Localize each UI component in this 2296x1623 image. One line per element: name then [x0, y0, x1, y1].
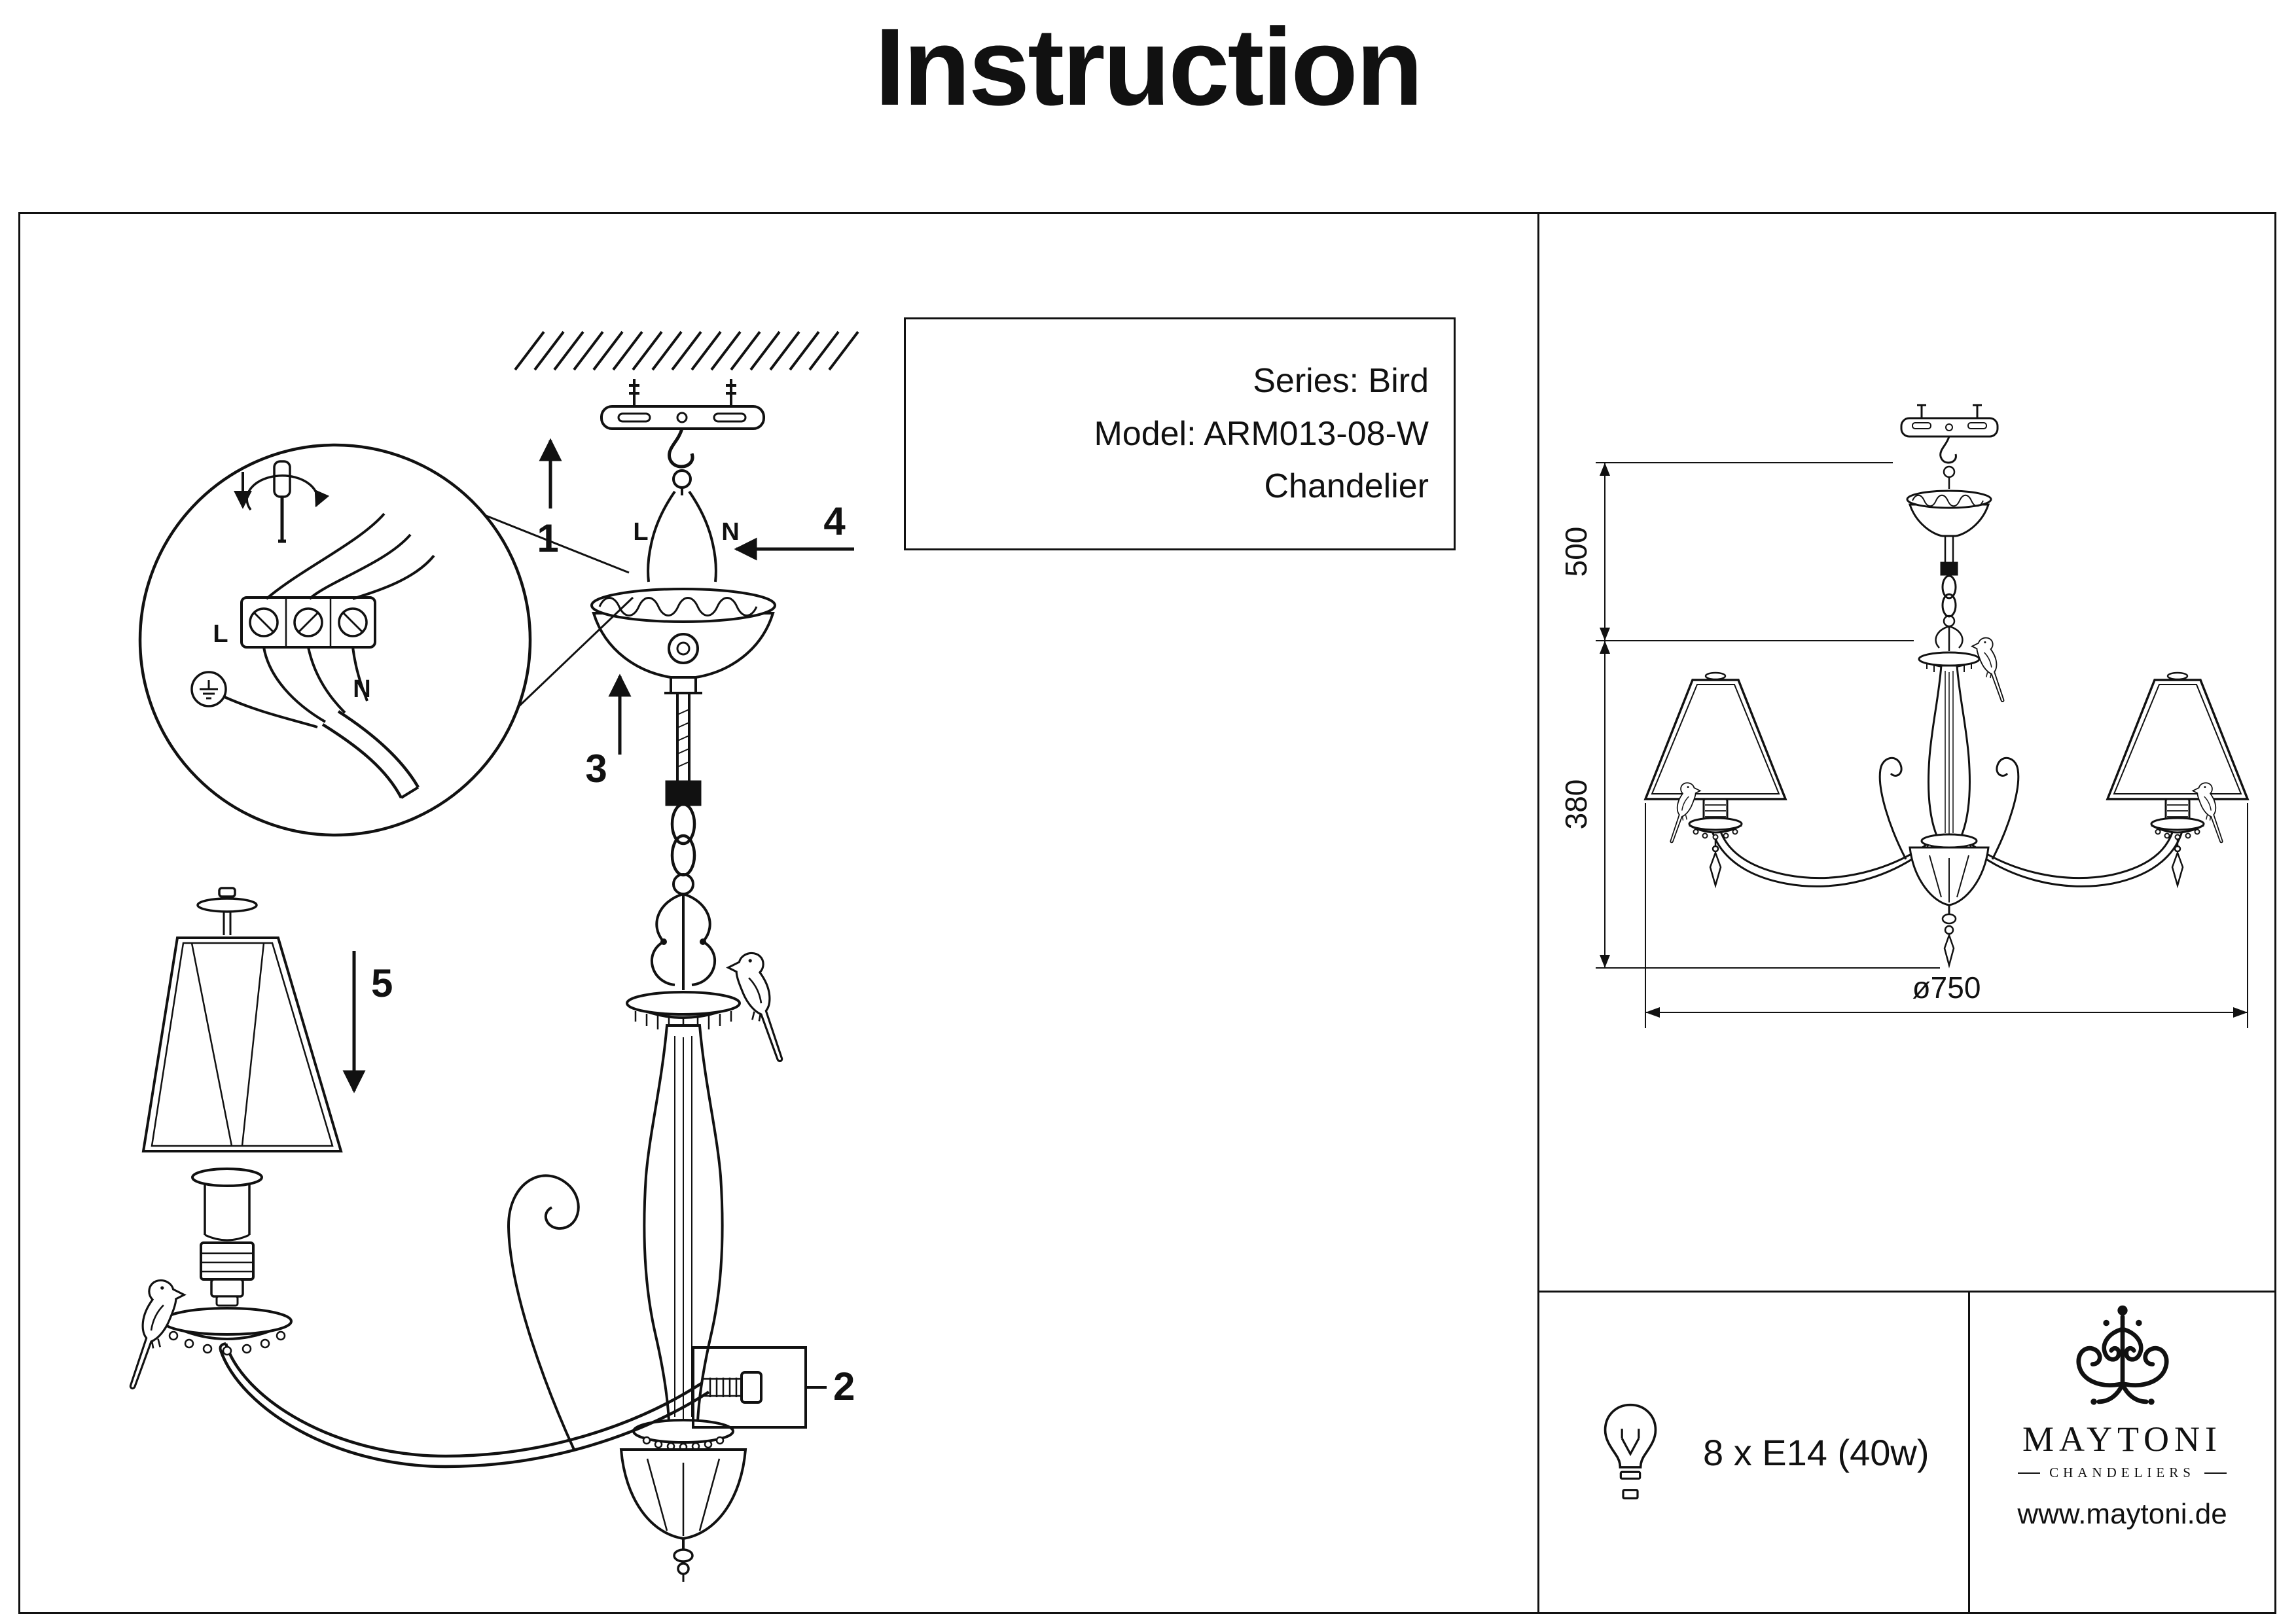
product-series: Series: Bird [1253, 362, 1429, 401]
ceiling-hook-icon [668, 428, 694, 495]
ov-bracket [1900, 404, 1999, 438]
earth-symbol [190, 671, 227, 707]
step-3-label: 3 [585, 747, 607, 791]
wire-neutral-label: N [721, 518, 739, 546]
canopy [590, 588, 776, 694]
tagline-rule-right [2204, 1472, 2227, 1474]
footer-divider-vertical [1968, 1291, 1970, 1612]
product-info-box: Series: Bird Model: ARM013-08-W Chandeli… [904, 317, 1456, 550]
terminal-block [240, 596, 376, 649]
column-capital [626, 991, 741, 1033]
detail-neutral-label: N [353, 675, 370, 703]
wire-live-label: L [633, 518, 648, 546]
supply-wires [647, 490, 717, 582]
arm-connector [692, 1346, 827, 1429]
ov-shade-left [1643, 671, 1787, 889]
wiring-detail-callout [138, 443, 634, 837]
brand-website: www.maytoni.de [2017, 1498, 2227, 1530]
ov-shade-right [2106, 671, 2250, 889]
ov-hub-bowl [1909, 833, 1990, 969]
lamp-shade [141, 887, 343, 1152]
bulb-icon [1604, 1403, 1657, 1500]
suspension-rod-chain [651, 693, 716, 990]
step-4-label: 4 [823, 499, 846, 543]
brand-name: MAYTONI [2022, 1419, 2223, 1459]
lamp-spec-box: 8 x E14 (40w) [1539, 1293, 1968, 1612]
ov-bird-column [1971, 637, 2005, 702]
step-5-label: 5 [371, 961, 393, 1005]
ov-column [1928, 664, 1971, 838]
column-base [619, 1419, 747, 1582]
diagram-panel: L N 1 4 3 [18, 212, 2276, 1614]
ov-arm-scrolls [1878, 757, 2020, 860]
dimension-diagram: 500 380 ø750 [1559, 404, 2250, 1028]
dimension-lines [1596, 462, 2248, 1028]
dim-hanging-height: 500 [1559, 527, 1593, 577]
ov-suspension [1935, 536, 1964, 651]
dim-body-height: 380 [1559, 779, 1593, 830]
ceiling-hatch [514, 330, 859, 371]
brand-tagline-row: CHANDELIERS [1970, 1465, 2274, 1481]
panel-divider-horizontal [1537, 1291, 2274, 1293]
mounting-bracket [600, 379, 765, 430]
panel-divider-vertical [1537, 214, 1539, 1612]
column-body [643, 1024, 724, 1423]
ov-hook [1939, 436, 1957, 489]
detail-wires [224, 512, 435, 799]
tagline-rule-left [2018, 1472, 2041, 1474]
assembly-diagram: L N 1 4 3 [129, 330, 859, 1582]
lamp-socket [191, 1168, 263, 1307]
screwdriver-icon [234, 460, 330, 543]
step-2-label: 2 [833, 1364, 855, 1408]
brand-box: MAYTONI CHANDELIERS www.maytoni.de [1970, 1293, 2274, 1612]
detail-live-label: L [213, 620, 228, 648]
dim-diameter: ø750 [1912, 971, 1981, 1005]
lamp-spec-label: 8 x E14 (40w) [1703, 1431, 1929, 1473]
bobeche-cup [162, 1307, 293, 1356]
product-model: Model: ARM013-08-W [1094, 414, 1429, 453]
brand-tagline: CHANDELIERS [2049, 1465, 2195, 1480]
maytoni-ornament [2076, 1305, 2168, 1405]
page-title: Instruction [874, 5, 1424, 128]
chandelier-arm [219, 1174, 710, 1469]
product-type: Chandelier [1264, 467, 1429, 506]
ov-canopy [1906, 490, 1992, 537]
